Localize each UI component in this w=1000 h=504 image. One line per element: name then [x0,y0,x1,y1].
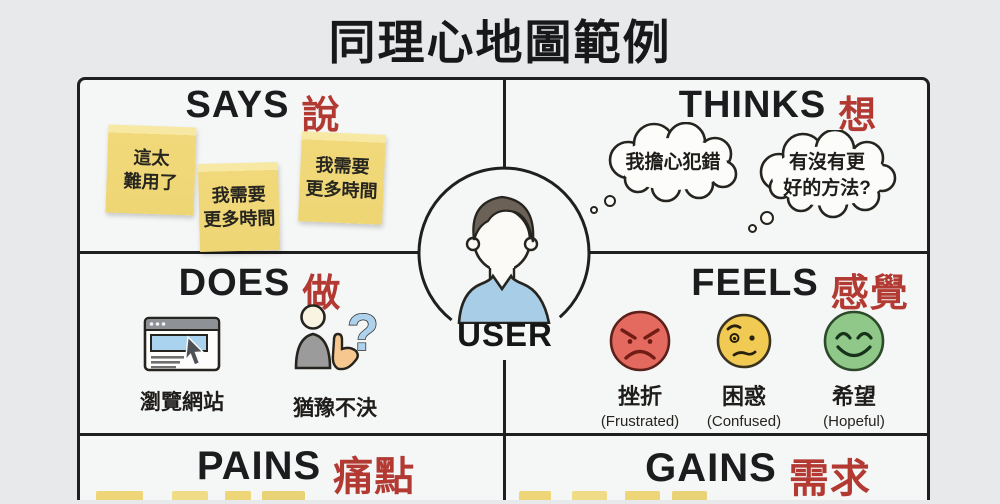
bubble-trail-dot [590,206,598,214]
does-item-label: 猶豫不決 [293,397,377,420]
emotion-label-en: (Frustrated) [600,413,680,430]
heading-gains-en: GAINS [645,446,777,490]
sticky-note: 這太 難用了 [105,124,197,216]
heading-thinks: THINKS 想 [679,84,877,139]
heading-pains-en: PAINS [196,444,322,488]
heading-thinks-zh: 想 [838,95,878,137]
emotion-label-en: (Confused) [706,413,782,430]
sticky-note-top [672,491,707,500]
hesitation-icon: ? [294,303,379,371]
heading-gains-zh: 需求 [788,457,871,501]
sticky-note-top [172,491,208,500]
sticky-note-top [572,491,607,500]
sticky-note-top [262,491,305,500]
heading-says: SAYS 說 [185,84,340,139]
bubble-trail-dot [604,195,616,207]
heading-feels: FEELS 感覺 [691,262,908,317]
sticky-note: 我需要 更多時間 [298,131,386,225]
thought-bubble-text: 我擔心犯錯 [625,152,721,173]
angry-face-icon [609,310,671,372]
heading-gains: GAINS 需求 [645,446,871,504]
thought-bubble-text: 有沒有更 好的方法? [783,152,871,199]
heading-says-en: SAYS [185,84,290,126]
confused-face-icon [716,313,772,369]
bubble-trail-dot [748,224,757,233]
divider-thinks-feels-right [586,251,927,254]
bubble-trail-dot [760,211,774,225]
sticky-note-top [519,491,551,500]
sticky-note-top [225,491,251,500]
does-item-label: 瀏覽網站 [140,391,224,414]
emotion-label-zh: 挫折 [617,384,662,409]
thought-bubble-icon [759,130,897,219]
emotion-label-zh: 希望 [831,384,876,409]
emotion-label-zh: 困惑 [721,384,766,409]
heading-says-zh: 說 [301,95,341,137]
divider-vertical-top [503,80,506,173]
emotion-hopeful: 希望 (Hopeful) [808,308,900,430]
user-label: USER [457,316,553,353]
sticky-note-top [96,491,143,500]
divider-vertical-bottom [503,360,506,500]
heading-pains-zh: 痛點 [333,455,416,499]
divider-says-does-left [80,251,426,254]
browser-icon [143,316,221,372]
heading-pains: PAINS 痛點 [197,444,415,502]
emotion-frustrated: 挫折 (Frustrated) [594,308,686,430]
emotion-label-en: (Hopeful) [823,413,885,430]
user-person-icon [457,195,551,324]
page-title: 同理心地圖範例 [328,16,672,69]
does-item-browse: 瀏覽網站 [128,316,236,416]
heading-feels-en: FEELS [691,262,819,304]
sticky-note: 我需要 更多時間 [197,161,281,253]
does-item-hesitate: ? 猶豫不決 [280,300,390,422]
heading-feels-zh: 感覺 [830,273,909,315]
emotion-confused: 困惑 (Confused) [698,308,790,430]
sticky-note-top [625,491,660,500]
heading-does-en: DOES [178,262,291,304]
hopeful-face-icon [823,310,885,372]
thought-bubble-icon [608,122,738,203]
heading-thinks-en: THINKS [678,84,827,126]
